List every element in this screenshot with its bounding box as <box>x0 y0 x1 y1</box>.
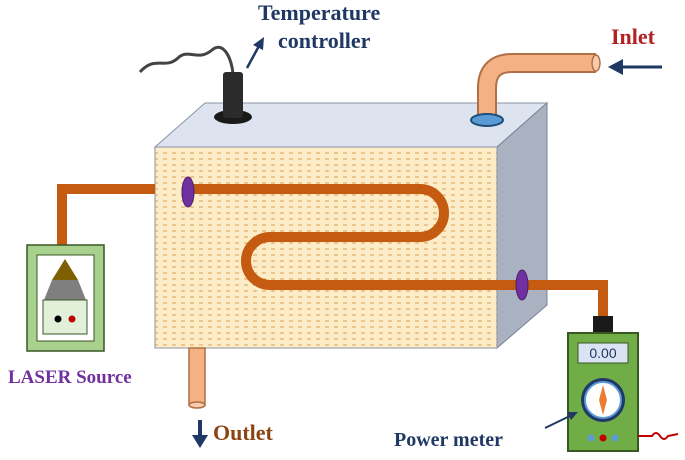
fiber-laser-segment <box>57 184 155 245</box>
meter-reading: 0.00 <box>589 345 616 361</box>
inlet-mouth <box>591 54 601 72</box>
fiber-meter-segment <box>524 280 608 316</box>
water-tank <box>153 101 549 350</box>
probe-cable <box>138 46 235 75</box>
inlet-collar <box>470 113 504 127</box>
laser-black-terminal <box>54 315 62 323</box>
inlet-tube-fill <box>479 55 596 119</box>
laser-emitter-tip <box>52 259 78 280</box>
outlet-label: Outlet <box>213 420 274 445</box>
laser-source-label: LASER Source <box>8 367 132 388</box>
power-meter-arrow <box>544 412 578 429</box>
fiber-exit-port <box>515 269 529 301</box>
outlet-tube <box>188 347 206 406</box>
power-meter-label: Power meter <box>394 429 503 451</box>
inlet-pipe <box>470 53 601 127</box>
meter-lcd <box>577 342 629 364</box>
probe-body <box>223 72 243 118</box>
laser-source <box>26 244 105 352</box>
temperature-probe <box>138 46 252 124</box>
temperature-controller-label-line2: controller <box>278 28 371 53</box>
outlet-pipe <box>188 347 206 409</box>
meter-needle <box>599 385 607 415</box>
inlet-label: Inlet <box>611 24 656 49</box>
annotation-arrows <box>192 37 662 448</box>
laser-control-box <box>42 299 88 335</box>
outlet-mouth <box>188 401 206 409</box>
temperature-controller-arrow <box>245 37 264 69</box>
meter-connector <box>593 316 613 334</box>
tank-front-face <box>154 146 498 349</box>
meter-blue-terminal-2 <box>611 434 619 442</box>
power-meter: 0.00 <box>567 316 679 452</box>
temperature-controller-label-line1: Temperature <box>258 0 380 25</box>
laser-red-terminal <box>68 315 76 323</box>
fiber-serpentine <box>188 184 520 290</box>
meter-red-terminal <box>599 434 607 442</box>
inlet-arrow <box>608 59 662 75</box>
meter-output-cable <box>638 432 679 440</box>
tank-side-face <box>496 101 548 350</box>
laser-emitter-body <box>44 280 86 300</box>
outlet-arrow <box>192 420 208 448</box>
optical-fiber <box>57 176 608 316</box>
meter-blue-terminal <box>587 434 595 442</box>
fiber-entry-port <box>181 176 195 208</box>
